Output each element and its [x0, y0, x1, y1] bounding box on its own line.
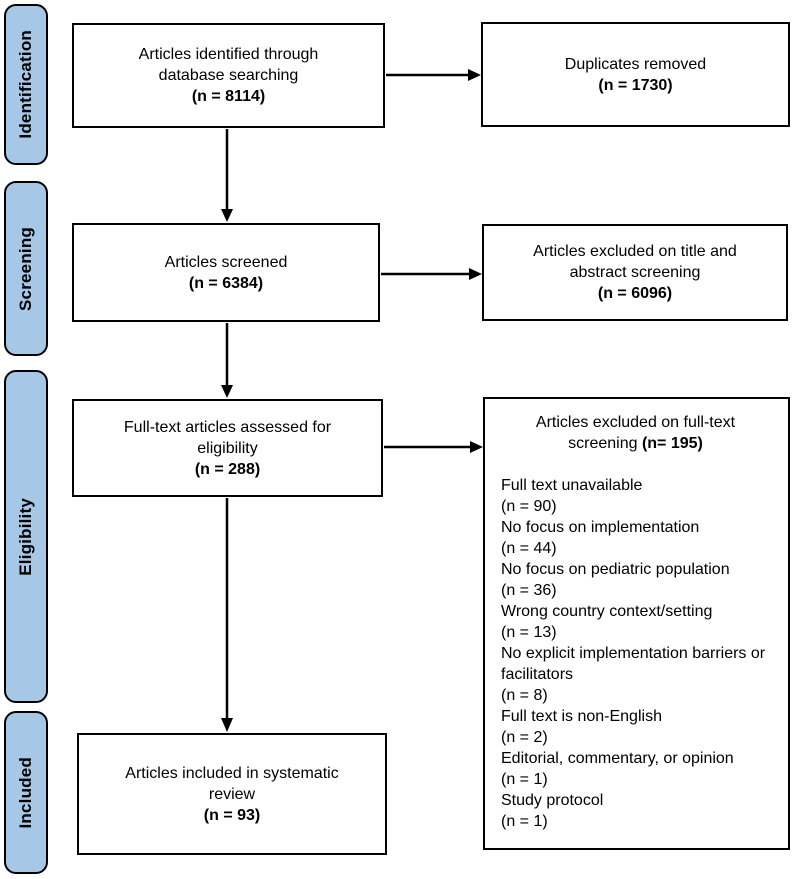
exclusion-reason-count: (n = 8) — [501, 687, 548, 704]
box-articles-identified: Articles identified through database sea… — [72, 23, 385, 128]
box-duplicates-removed-count: (n = 1730) — [598, 76, 673, 94]
box-articles-identified-line2: database searching — [158, 67, 299, 84]
box-fulltext-assessed-count: (n = 288) — [194, 460, 261, 478]
exclusion-reason-label: Study protocol — [501, 792, 604, 809]
stage-label-included: Included — [4, 711, 48, 874]
box-fulltext-assessed-line1: Full-text articles assessed for — [123, 418, 332, 436]
exclusion-reason: Study protocol (n = 1) — [501, 790, 770, 832]
stage-label-eligibility: Eligibility — [4, 370, 48, 703]
exclusion-reason-label: Wrong country context/setting — [501, 603, 713, 620]
exclusion-reason: No focus on pediatric population (n = 36… — [501, 559, 770, 601]
box-articles-screened-line1: Articles screened — [164, 253, 288, 271]
exclusion-reason-label: No explicit implementation barriers or f… — [501, 645, 766, 683]
exclusion-reason-count: (n = 1) — [501, 813, 548, 830]
box-articles-identified-count: (n = 8114) — [191, 88, 266, 105]
exclusion-reason: No focus on implementation (n = 44) — [501, 517, 770, 559]
stage-label-screening: Screening — [4, 181, 48, 356]
box-articles-identified-line1: Articles identified through — [138, 46, 319, 63]
box-duplicates-removed: Duplicates removed (n = 1730) — [481, 22, 790, 127]
stage-label-screening-text: Screening — [16, 226, 35, 311]
box-title-abstract-excluded-line1: Articles excluded on title and — [533, 243, 737, 260]
box-included-review: Articles included in systematic review (… — [77, 733, 387, 855]
box-fulltext-excluded: Articles excluded on full-text screening… — [483, 397, 790, 850]
exclusion-reason-label: No focus on pediatric population — [501, 561, 730, 578]
exclusion-reason-count: (n = 2) — [501, 729, 548, 746]
stage-label-eligibility-text: Eligibility — [16, 497, 35, 576]
box-fulltext-excluded-count: (n= 195) — [641, 435, 703, 452]
box-included-review-line2: review — [208, 785, 256, 803]
box-articles-screened-count: (n = 6384) — [188, 274, 264, 292]
box-fulltext-excluded-header-line2: screening (n= 195) — [501, 433, 770, 454]
exclusion-reason: No explicit implementation barriers or f… — [501, 643, 770, 706]
exclusion-reason-label: No focus on implementation — [501, 519, 700, 536]
box-fulltext-excluded-header-line1: Articles excluded on full-text — [535, 414, 736, 431]
exclusion-reason-label: Full text is non-English — [501, 708, 662, 725]
box-title-abstract-excluded: Articles excluded on title and abstract … — [482, 224, 788, 321]
box-fulltext-excluded-header: Articles excluded on full-text screening… — [501, 412, 770, 454]
stage-label-included-text: Included — [16, 756, 35, 829]
box-fulltext-assessed-line2: eligibility — [197, 439, 258, 457]
box-title-abstract-excluded-line2: abstract screening — [569, 264, 701, 281]
exclusion-reason-list: Full text unavailable (n = 90) No focus … — [501, 475, 770, 832]
box-duplicates-removed-line1: Duplicates removed — [564, 55, 707, 73]
exclusion-reason-count: (n = 90) — [501, 498, 557, 515]
exclusion-reason: Full text unavailable (n = 90) — [501, 475, 770, 517]
arrow-fulltext-to-fulltext-excluded — [384, 441, 483, 453]
box-included-review-count: (n = 93) — [203, 806, 261, 824]
box-articles-screened: Articles screened (n = 6384) — [72, 223, 380, 322]
stage-label-identification-text: Identification — [16, 30, 35, 139]
box-fulltext-excluded-header-line2-text: screening — [568, 435, 638, 452]
stage-label-identification: Identification — [4, 4, 48, 165]
box-title-abstract-excluded-count: (n = 6096) — [597, 285, 673, 302]
exclusion-reason-count: (n = 44) — [501, 540, 557, 557]
exclusion-reason-count: (n = 13) — [501, 624, 557, 641]
exclusion-reason-count: (n = 36) — [501, 582, 557, 599]
arrow-identified-to-duplicates — [386, 69, 481, 81]
box-included-review-line1: Articles included in systematic — [125, 764, 339, 782]
box-fulltext-assessed: Full-text articles assessed for eligibil… — [72, 399, 383, 497]
exclusion-reason: Full text is non-English (n = 2) — [501, 706, 770, 748]
arrow-identified-to-screened — [221, 129, 233, 222]
exclusion-reason: Wrong country context/setting (n = 13) — [501, 601, 770, 643]
exclusion-reason-label: Editorial, commentary, or opinion — [501, 750, 734, 767]
exclusion-reason: Editorial, commentary, or opinion (n = 1… — [501, 748, 770, 790]
arrow-fulltext-to-included — [221, 498, 233, 732]
arrow-screened-to-fulltext — [221, 323, 233, 398]
exclusion-reason-label: Full text unavailable — [501, 477, 643, 494]
exclusion-reason-count: (n = 1) — [501, 771, 548, 788]
arrow-screened-to-title-excluded — [381, 268, 482, 280]
